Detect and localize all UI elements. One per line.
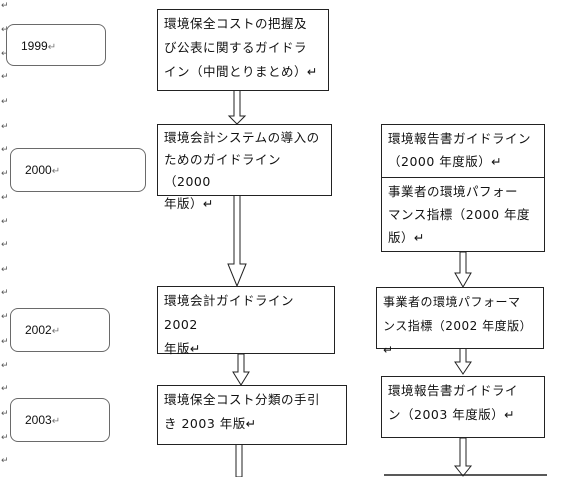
year-label: 2003↵ xyxy=(25,413,61,427)
year-label: 2002↵ xyxy=(25,323,61,337)
box-line: 環境報告書ガイドライ xyxy=(388,383,519,398)
box-line: 環境会計ガイドライン 2002 xyxy=(164,293,295,332)
paragraph-mark: ↵ xyxy=(1,384,9,394)
paragraph-mark: ↵ xyxy=(1,72,9,82)
box-line: ンス指標（2002 年度版）↵ xyxy=(383,319,533,357)
arrow-down xyxy=(232,353,250,386)
paragraph-mark: ↵ xyxy=(1,25,9,35)
arrow-down xyxy=(227,194,247,288)
paragraph-mark: ↵ xyxy=(1,288,9,298)
year-box-2002[interactable]: 2002↵ xyxy=(10,308,110,352)
box-line: マンス指標（2000 年度 xyxy=(388,207,531,222)
paragraph-mark: ↵ xyxy=(1,409,9,419)
paragraph-mark: ↵ xyxy=(1,337,9,347)
box-line: ためのガイドライン（2000 xyxy=(164,152,282,189)
guideline-box-report-performance-2000[interactable]: 環境報告書ガイドライン （2000 年度版）↵ 事業者の環境パフォー マンス指標… xyxy=(381,124,545,252)
year-label: 1999↵ xyxy=(21,39,57,53)
paragraph-mark: ↵ xyxy=(1,145,9,155)
paragraph-mark: ↵ xyxy=(1,49,9,59)
box-line: き 2003 年版↵ xyxy=(164,416,257,431)
paragraph-mark: ↵ xyxy=(1,312,9,322)
paragraph-mark: ↵ xyxy=(1,122,9,132)
box-line: 環境報告書ガイドライン xyxy=(388,131,532,146)
arrow-down xyxy=(227,89,247,125)
year-label: 2000↵ xyxy=(25,163,61,177)
year-box-2003[interactable]: 2003↵ xyxy=(10,398,110,442)
box-line: 年版↵ xyxy=(164,341,201,356)
box-line: 環境会計システムの導入の xyxy=(164,130,320,145)
box-line: ン（2003 年度版）↵ xyxy=(388,407,516,422)
box-line: 事業者の環境パフォーマ xyxy=(383,295,521,309)
guideline-box-accounting-2002[interactable]: 環境会計ガイドライン 2002 年版↵ xyxy=(157,286,335,356)
guideline-box-report-2003[interactable]: 環境報告書ガイドライ ン（2003 年度版）↵ xyxy=(381,376,545,438)
box-line: （2000 年度版）↵ xyxy=(388,154,503,169)
paragraph-mark: ↵ xyxy=(1,97,9,107)
paragraph-mark: ↵ xyxy=(1,193,9,203)
arrow-down xyxy=(454,251,472,289)
guideline-box-accounting-system-2000[interactable]: 環境会計システムの導入の ためのガイドライン（2000 年版）↵ xyxy=(157,124,332,211)
year-box-2000[interactable]: 2000↵ xyxy=(10,148,146,192)
year-box-1999[interactable]: 1999↵ xyxy=(6,24,106,66)
box-line: イン（中間とりまとめ）↵ xyxy=(164,64,318,79)
arrow-down xyxy=(453,437,473,477)
paragraph-mark: ↵ xyxy=(1,217,9,227)
paragraph-mark: ↵ xyxy=(1,433,9,443)
guideline-box-performance-2002[interactable]: 事業者の環境パフォーマ ンス指標（2002 年度版）↵ xyxy=(376,287,544,357)
paragraph-mark: ↵ xyxy=(1,265,9,275)
box-line: 環境保全コスト分類の手引 xyxy=(164,392,321,407)
box-line: 年版）↵ xyxy=(164,196,214,211)
guideline-box-cost-classification-2003[interactable]: 環境保全コスト分類の手引 き 2003 年版↵ xyxy=(157,385,347,445)
paragraph-mark: ↵ xyxy=(1,456,9,466)
paragraph-mark: ↵ xyxy=(1,361,9,371)
box-line: び公表に関するガイドラ xyxy=(164,40,308,55)
paragraph-mark: ↵ xyxy=(1,240,9,250)
box-line: 版）↵ xyxy=(388,230,425,245)
box-line: 環境保全コストの把握及 xyxy=(164,16,308,31)
arrow-down xyxy=(454,347,472,375)
arrow-down xyxy=(235,443,243,477)
paragraph-mark: ↵ xyxy=(1,169,9,179)
box-line: 事業者の環境パフォー xyxy=(388,184,519,199)
paragraph-mark: ↵ xyxy=(1,1,9,11)
divider xyxy=(382,177,544,178)
guideline-box-cost-interim[interactable]: 環境保全コストの把握及 び公表に関するガイドラ イン（中間とりまとめ）↵ xyxy=(157,9,329,91)
